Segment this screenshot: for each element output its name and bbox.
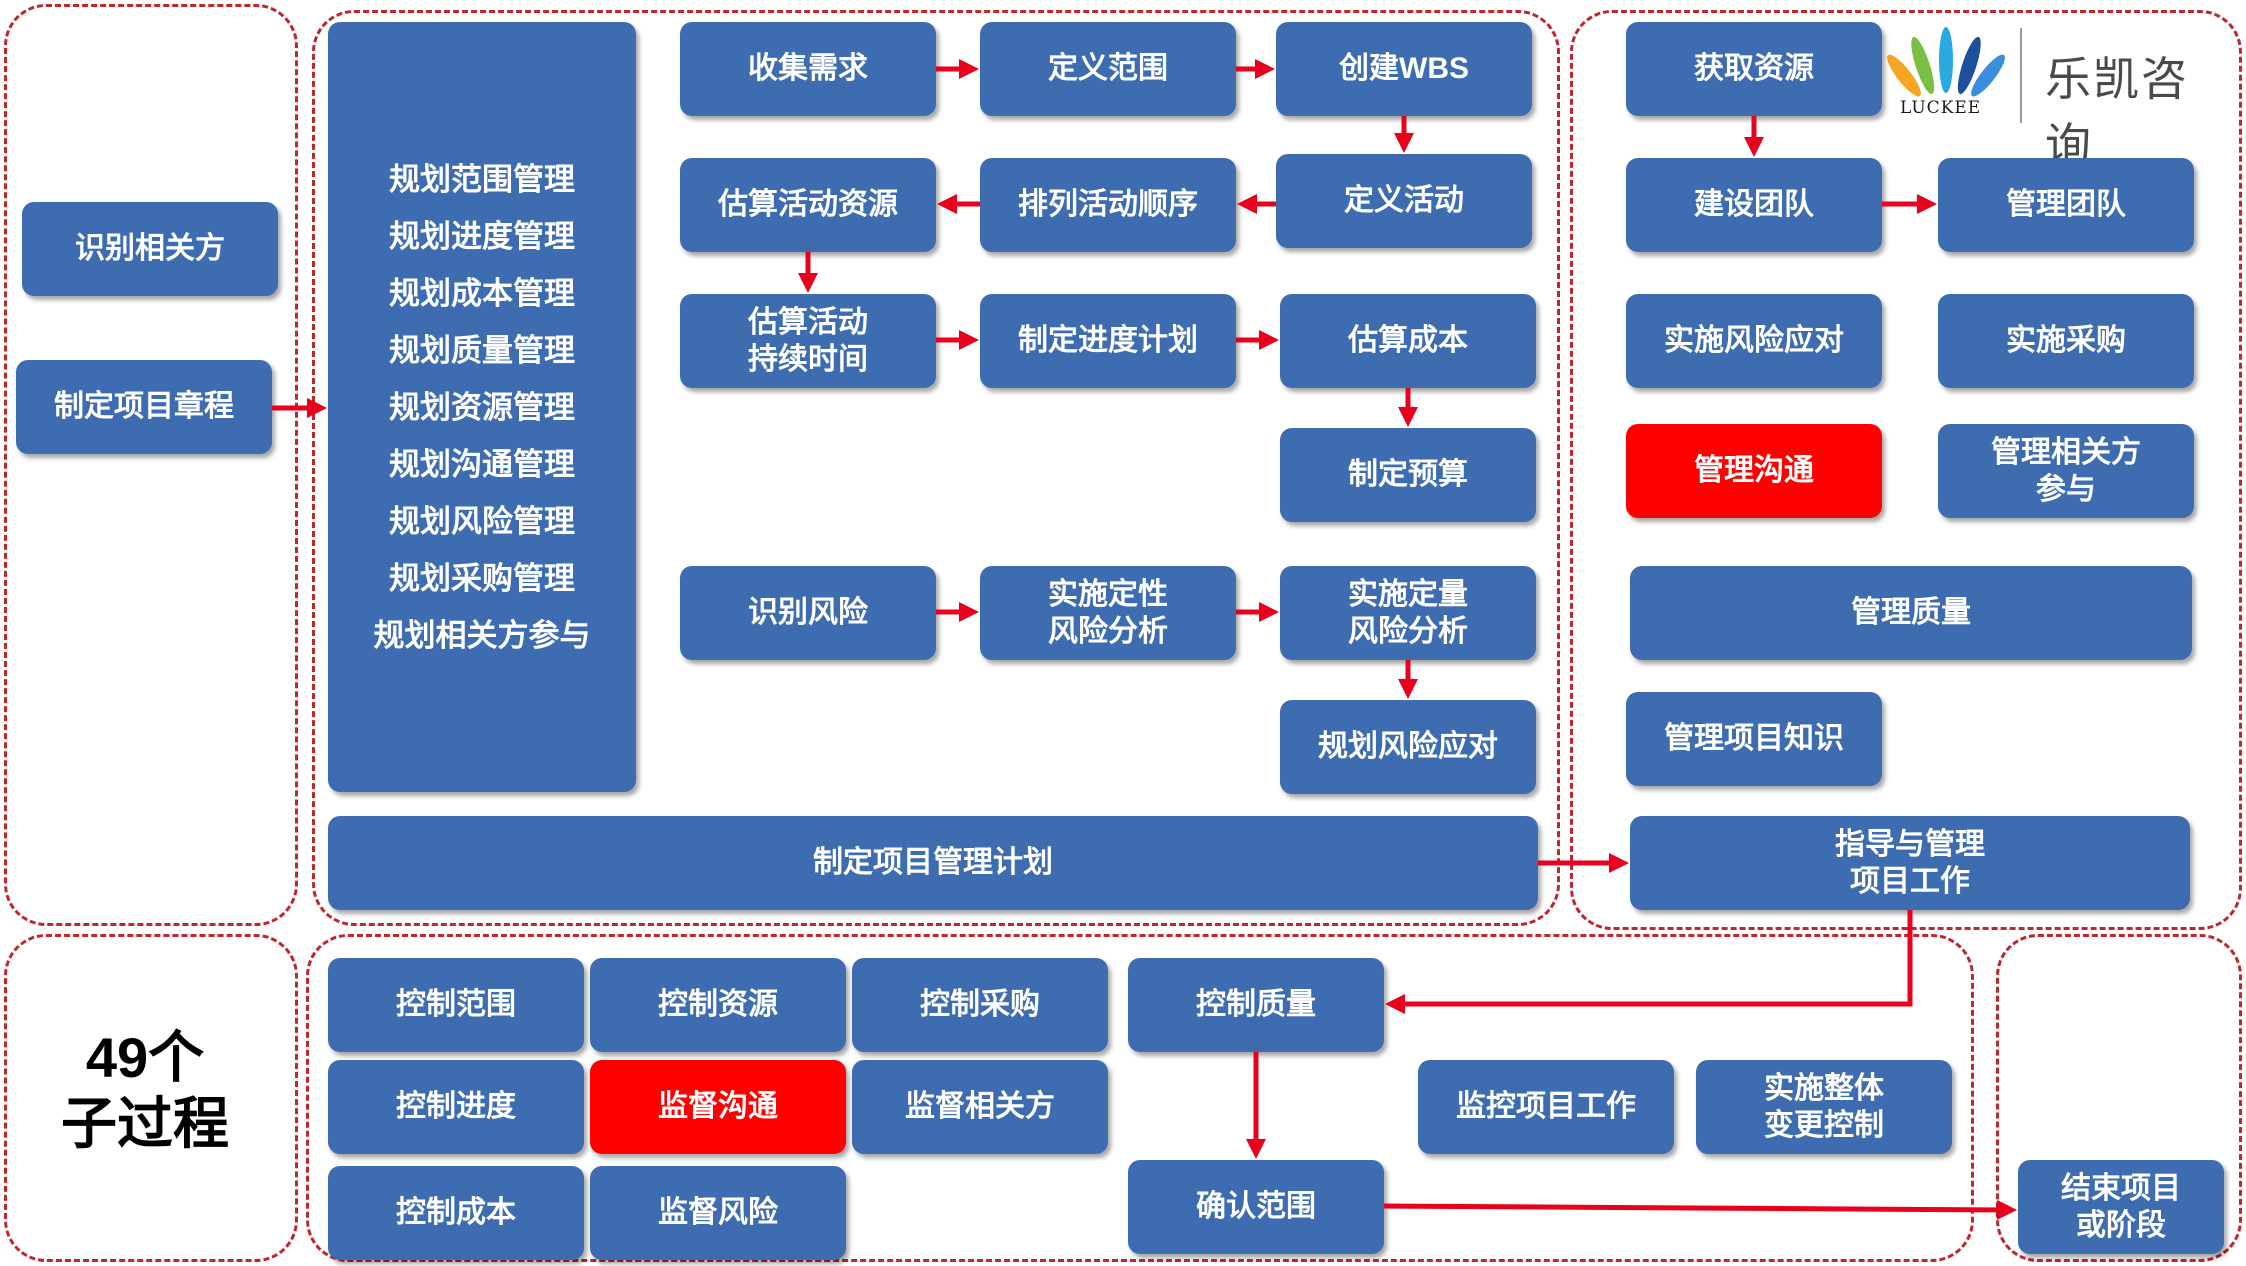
direct-manage-work-box: 指导与管理 项目工作 — [1630, 816, 2190, 910]
manage-team-box: 管理团队 — [1938, 158, 2194, 252]
manage-communications-box: 管理沟通 — [1626, 424, 1882, 518]
control-resources-box: 控制资源 — [590, 958, 846, 1052]
develop-charter-box: 制定项目章程 — [16, 360, 272, 454]
summary-group — [4, 934, 298, 1262]
close-project-box: 结束项目 或阶段 — [2018, 1160, 2224, 1254]
create-wbs-box: 创建WBS — [1276, 22, 1532, 116]
plan-item: 规划成本管理 — [389, 275, 575, 311]
manage-quality-box: 管理质量 — [1630, 566, 2192, 660]
monitoring-group — [306, 934, 1974, 1262]
estimate-durations-box: 估算活动 持续时间 — [680, 294, 936, 388]
control-costs-box: 控制成本 — [328, 1166, 584, 1260]
plan-item: 规划资源管理 — [389, 389, 575, 425]
plan-risk-responses-box: 规划风险应对 — [1280, 700, 1536, 794]
qualitative-risk-box: 实施定性 风险分析 — [980, 566, 1236, 660]
plan-item: 规划进度管理 — [389, 218, 575, 254]
control-quality-box: 控制质量 — [1128, 958, 1384, 1052]
monitor-risks-box: 监督风险 — [590, 1166, 846, 1260]
arrow-validate-to-close — [1383, 1199, 2017, 1220]
identify-risks-box: 识别风险 — [680, 566, 936, 660]
manage-knowledge-box: 管理项目知识 — [1626, 692, 1882, 786]
develop-pm-plan-box: 制定项目管理计划 — [328, 816, 1538, 910]
control-scope-box: 控制范围 — [328, 958, 584, 1052]
plan-item: 规划范围管理 — [389, 161, 575, 197]
monitor-stakeholder-engagement-box: 监督相关方 — [852, 1060, 1108, 1154]
fan-logo-icon — [1887, 27, 2005, 97]
plan-item: 规划风险管理 — [389, 503, 575, 539]
collect-requirements-box: 收集需求 — [680, 22, 936, 116]
plan-item: 规划沟通管理 — [389, 446, 575, 482]
monitor-communications-box: 监督沟通 — [590, 1060, 846, 1154]
arrow-direct-to-control-quality — [1384, 910, 1913, 1014]
plan-item: 规划相关方参与 — [373, 617, 591, 653]
estimate-resources-box: 估算活动资源 — [680, 158, 936, 252]
validate-scope-box: 确认范围 — [1128, 1160, 1384, 1254]
acquire-resources-box: 获取资源 — [1626, 22, 1882, 116]
control-schedule-box: 控制进度 — [328, 1060, 584, 1154]
conduct-procurements-box: 实施采购 — [1938, 294, 2194, 388]
logo-brand-en: LUCKEE — [1900, 98, 1982, 118]
develop-schedule-box: 制定进度计划 — [980, 294, 1236, 388]
identify-stakeholders-box: 识别相关方 — [22, 202, 278, 296]
executing-group — [1570, 10, 2242, 930]
closing-group — [1996, 934, 2242, 1262]
quantitative-risk-box: 实施定量 风险分析 — [1280, 566, 1536, 660]
develop-team-box: 建设团队 — [1626, 158, 1882, 252]
plan-item: 规划质量管理 — [389, 332, 575, 368]
manage-stakeholder-engagement-box: 管理相关方 参与 — [1938, 424, 2194, 518]
integrated-change-control-box: 实施整体 变更控制 — [1696, 1060, 1952, 1154]
logo-divider — [2020, 28, 2022, 123]
estimate-costs-box: 估算成本 — [1280, 294, 1536, 388]
planning-management-list: 规划范围管理 规划进度管理 规划成本管理 规划质量管理 规划资源管理 规划沟通管… — [328, 22, 636, 792]
define-scope-box: 定义范围 — [980, 22, 1236, 116]
define-activities-box: 定义活动 — [1276, 154, 1532, 248]
planning-group — [312, 10, 1560, 926]
implement-risk-responses-box: 实施风险应对 — [1626, 294, 1882, 388]
determine-budget-box: 制定预算 — [1280, 428, 1536, 522]
luckee-logo: LUCKEE 乐凯咨询 — [1880, 18, 2230, 172]
subprocess-count-label: 49个 子过程 — [61, 1026, 229, 1155]
initiating-group — [4, 4, 298, 926]
monitor-control-work-box: 监控项目工作 — [1418, 1060, 1674, 1154]
control-procurements-box: 控制采购 — [852, 958, 1108, 1052]
plan-item: 规划采购管理 — [389, 560, 575, 596]
sequence-activities-box: 排列活动顺序 — [980, 158, 1236, 252]
